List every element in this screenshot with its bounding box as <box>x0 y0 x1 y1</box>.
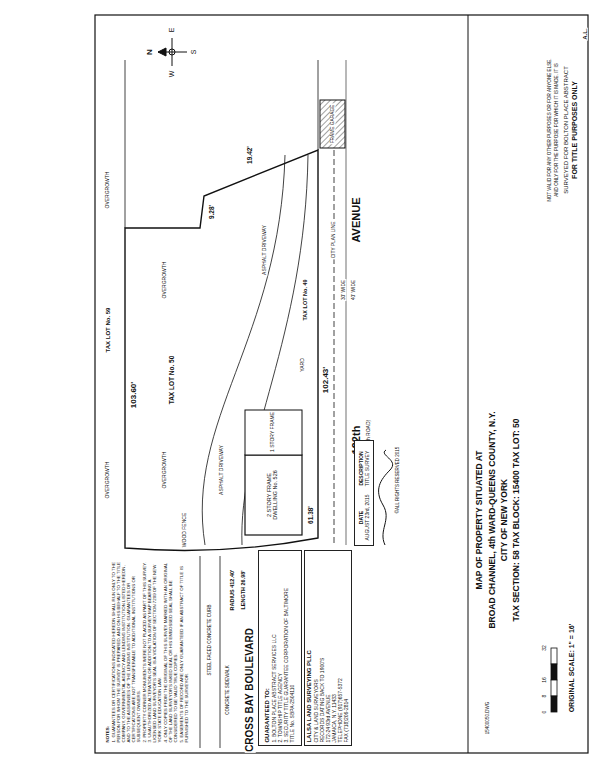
map-label: 61.38' <box>308 505 315 525</box>
map-label: 30' WIDE <box>341 279 346 301</box>
notes-block: NOTES:1. GUARANTEES OR CERTIFICATIONS IN… <box>105 558 190 743</box>
lot-line <box>125 60 126 228</box>
map-label: TAX LOT No. 49 <box>303 278 309 321</box>
map-label: CITY OF NEW YORK <box>500 478 509 562</box>
map-label: 16 <box>542 676 547 684</box>
map-label: OVERGROWTH <box>162 451 167 490</box>
map-label: 0 <box>542 710 547 715</box>
box-text: GUARANTEED TO: <box>264 554 271 742</box>
map-label: FRAME GARAGE <box>330 104 335 145</box>
survey-note: 4. ONLY COPIES FROM THE ORIGINAL OF THIS… <box>163 558 178 743</box>
map-label: 103.60' <box>130 381 138 409</box>
map-label: MAP OF PROPERTY SITUATED AT <box>475 450 484 591</box>
box-text: AUGUST 23rd, 2015 <box>364 493 370 542</box>
map-label: 8 <box>542 694 547 699</box>
box-text: TITLE SURVEY <box>364 444 370 493</box>
map-label: ORIGINAL SCALE: 1" = 16' <box>568 623 575 714</box>
map-label: RADIUS 412.40' <box>230 569 236 612</box>
box-text: TELEPHONE (917)657-5372 <box>338 554 344 742</box>
signature <box>379 450 393 545</box>
frame-garage <box>320 100 345 148</box>
map-label: OVERGROWTH <box>105 171 110 210</box>
survey-note: 1. GUARANTEES OR CERTIFICATIONS INDICATE… <box>110 558 140 743</box>
lot-boundary <box>125 150 318 550</box>
survey-note: 5. EASEMENTS OF RECORD ARE ONLY GUARANTE… <box>179 558 189 743</box>
box-text: TITLE No. SBPA-2504110 <box>290 554 296 742</box>
map-label: TAX LOT No. 50 <box>169 355 176 406</box>
map-label: S <box>190 49 197 56</box>
driveway-edge <box>202 155 285 545</box>
map-label: LENGTH 26.98' <box>241 569 247 610</box>
title-strip-line <box>468 15 469 753</box>
map-label: AND ONLY FOR THE PURPOSE FOR WHICH IT IS… <box>555 62 560 198</box>
box-text: 1. BOLTON PLACE ABSTRACT SERVICES LLC <box>272 554 278 742</box>
north-arrow <box>158 38 187 66</box>
surveyor-box: LALSA LAND SURVEYING PLLCCITY & LAND SUR… <box>304 550 352 746</box>
street-line <box>346 60 347 545</box>
box-text: 3. SECURITY TITLE GUARANTEE CORPORATION … <box>284 554 290 742</box>
map-label: WOOD FENCE <box>182 512 187 548</box>
box-text: LALSA LAND SURVEYING PLLC <box>306 554 313 742</box>
guarantee-box: GUARANTEED TO:1. BOLTON PLACE ABSTRACT S… <box>258 550 302 746</box>
map-label: ASPHALT DRIVEWAY <box>219 444 224 496</box>
box-text: 2. TOWNSHIP TITLE AGENCY <box>278 554 284 742</box>
map-label: OVERGROWTH <box>162 261 167 300</box>
scale-bar <box>551 648 557 712</box>
map-label: ASPHALT DRIVEWAY <box>262 224 267 276</box>
sheet-border <box>95 15 588 753</box>
dwelling <box>245 455 302 535</box>
driveway-edge <box>242 155 308 545</box>
map-label: AVENUE <box>351 196 363 243</box>
box-text: 172-24 93rd AVENUE <box>326 554 332 742</box>
map-label: TAX SECTION: 58 TAX BLOCK: 15400 TAX LOT… <box>512 417 521 622</box>
curb-line <box>200 556 201 748</box>
map-label: N <box>146 48 154 56</box>
map-label: W <box>168 70 175 79</box>
box-text: JAMAICA, N.Y. 11433 <box>332 554 338 742</box>
box-text: CITY & LAND SURVEYORS <box>314 554 320 742</box>
map-label: YARD <box>300 357 305 373</box>
map-label: A.L. <box>582 27 588 40</box>
map-label: BROAD CHANNEL, 4th WARD-QUEENS COUNTY, N… <box>488 410 497 629</box>
survey-note: 2. PROPERTY CORNER MONUMENTS WERE NOT PL… <box>141 558 146 743</box>
map-label: 9.28' <box>209 204 216 220</box>
map-label: CROSS BAY BOULEVARD <box>245 627 256 753</box>
city-plan-line <box>334 150 335 545</box>
map-label: ©ALL RIGHTS RESERVED 2015 <box>396 446 401 515</box>
map-label: E <box>168 27 175 34</box>
map-label: TAX LOT No. 59 <box>105 307 111 354</box>
map-label: 102.43' <box>322 366 330 394</box>
box-text: DESCRIPTION <box>358 444 364 493</box>
map-label: CONCRETE SIDEWALK <box>226 664 231 716</box>
box-text: RECORDS DATING BACK TO 1900'S <box>320 554 326 742</box>
map-label: 32 <box>542 644 547 652</box>
map-label: 15400050.DWG <box>486 701 491 735</box>
map-label: OVERGROWTH <box>105 461 110 500</box>
box-text: FAX (718)206-2814 <box>344 554 350 742</box>
one-story-frame <box>245 410 302 455</box>
date-table: DATEDESCRIPTIONAUGUST 23rd, 2015TITLE SU… <box>354 440 374 546</box>
box-text: DATE <box>358 493 364 542</box>
map-label: FOR TITLE PURPOSES ONLY <box>571 80 578 180</box>
map-label: SURVEYED FOR BOLTON PLACE ABSTRACT <box>563 65 569 195</box>
sidewalk-line <box>220 556 221 748</box>
map-label: 1 STORY FRAME <box>270 411 275 453</box>
survey-note: 3. UNAUTHORIZED ALTERATION OR ADDITION T… <box>147 558 162 743</box>
map-label: CITY PLAN LINE <box>331 221 336 260</box>
map-label: 40' WIDE <box>351 279 356 301</box>
map-label: 19.42' <box>247 145 254 165</box>
survey-note: NOTES: <box>105 558 110 743</box>
map-label: NOT VALID FOR ANY OTHER PURPOSES OR FOR … <box>548 57 553 202</box>
map-label: STEEL FACED CONCRETE CURB <box>208 604 213 677</box>
lot-line <box>318 60 319 150</box>
map-label: 2 STORY FRAME DWELLING No. 526 <box>267 460 279 530</box>
